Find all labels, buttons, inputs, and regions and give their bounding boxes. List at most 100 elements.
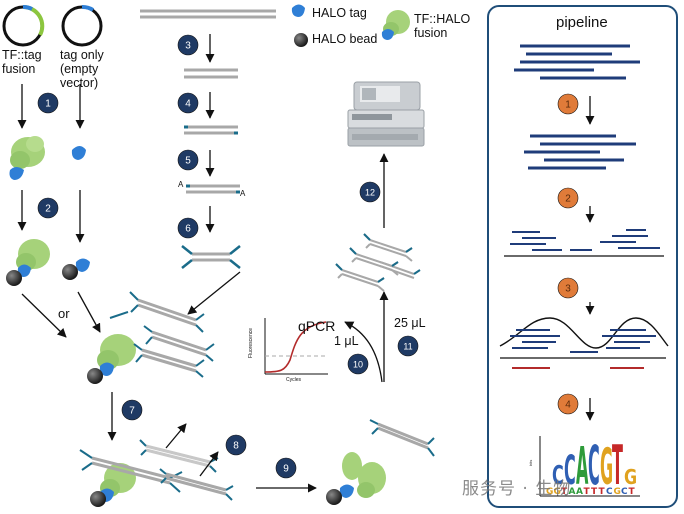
pipeline-title: pipeline (556, 14, 608, 31)
motif-letter-t: T (612, 435, 623, 497)
svg-text:8: 8 (233, 441, 239, 452)
step-marker-10: 10 (347, 353, 369, 375)
step-marker-9: 9 (275, 457, 297, 479)
svg-text:9: 9 (283, 464, 289, 475)
fluorescence-axis-label: Fluorescence (248, 327, 255, 359)
logo-axis-label: bits (528, 460, 533, 466)
unbound-dna-fragments (139, 439, 234, 501)
halo-tag-only (71, 146, 86, 160)
adapter-ligated-dna (181, 245, 241, 269)
pipeline-panel (487, 5, 678, 508)
motif-minor-letter: C (606, 487, 613, 497)
pipeline-peak-calling (499, 317, 669, 369)
step-marker-6: 6 (177, 217, 199, 239)
arrow-diag-right (77, 291, 101, 333)
svg-text:12: 12 (365, 188, 375, 198)
step-marker-8: 8 (225, 434, 247, 456)
arrow-diag-left (21, 293, 67, 338)
halo-tag-legend-label: HALO tag (312, 6, 367, 20)
svg-text:1: 1 (565, 100, 571, 111)
dna-library-cluster (109, 291, 215, 378)
pipeline-trimmed-reads (524, 134, 636, 170)
twentyfive-ul-label: 25 μL (394, 316, 426, 330)
svg-text:1: 1 (45, 99, 51, 110)
eluted-dna (369, 419, 435, 457)
pipeline-aligned-reads (504, 229, 664, 257)
motif-letter-g: G (600, 438, 613, 496)
watermark: 服务号 · 生物 (462, 479, 572, 499)
svg-text:4: 4 (185, 99, 191, 110)
one-ul-label: 1 μL (334, 334, 359, 348)
adapter-a-left: A (178, 180, 184, 189)
step-marker-11: 11 (397, 335, 419, 357)
pipeline-step-3: 3 (557, 277, 579, 299)
step-marker-5: 5 (177, 149, 199, 171)
arrow-to-library (187, 271, 241, 315)
qpcr-label: qPCR (298, 318, 336, 334)
genomic-dna (140, 9, 276, 19)
or-label: or (58, 306, 70, 321)
motif-minor-letter: C (621, 487, 628, 497)
pipeline-step-1: 1 (557, 93, 579, 115)
step-marker-7: 7 (121, 399, 143, 421)
motif-minor-letter: T (629, 487, 636, 497)
svg-text:7: 7 (129, 406, 135, 417)
svg-text:3: 3 (185, 41, 191, 52)
sequencer-icon (347, 81, 425, 147)
fragmented-dna (184, 68, 238, 79)
tf-tag-plasmid (2, 4, 45, 47)
tf-halo-fusion-legend-label: TF::HALO fusion (414, 12, 471, 40)
svg-text:3: 3 (565, 284, 571, 295)
amplified-library (335, 233, 421, 292)
motif-letter-c: C (564, 449, 576, 495)
halo-bead-legend-label: HALO bead (312, 32, 378, 46)
tf-halo-protein-1 (9, 136, 45, 180)
svg-text:2: 2 (565, 194, 571, 205)
motif-minor-letter: T (561, 487, 568, 497)
a-tailed-dna (186, 184, 240, 194)
svg-text:5: 5 (185, 156, 191, 167)
end-repaired-dna (184, 125, 238, 135)
pipeline-reads (514, 44, 640, 80)
pipeline-step-2: 2 (557, 187, 579, 209)
empty-vector-plasmid (61, 5, 103, 47)
motif-letter-c: C (588, 435, 600, 497)
eluted-protein-bead (326, 452, 386, 505)
motif-minor-letter: A (569, 487, 576, 497)
legend (291, 4, 410, 47)
step-marker-3: 3 (177, 34, 199, 56)
motif-letter-g: G (624, 466, 637, 489)
motif-minor-letter: T (584, 487, 591, 497)
motif-letter-a: A (576, 437, 588, 498)
step-marker-12: 12 (359, 181, 381, 203)
tf-tag-fusion-label: TF::tag fusion (2, 48, 42, 76)
arrow-qpcr (344, 321, 383, 383)
motif-minor-letter: A (576, 487, 583, 497)
adapter-a-right: A (240, 189, 246, 198)
svg-text:10: 10 (353, 360, 363, 370)
motif-minor-letter: T (599, 487, 606, 497)
pipeline-step-4: 4 (557, 393, 579, 415)
qpcr-chart (264, 318, 328, 375)
tag-only-label: tag only (empty vector) (60, 48, 104, 90)
motif-minor-letter: G (546, 487, 553, 497)
motif-letter-c: C (552, 461, 564, 491)
svg-text:2: 2 (45, 204, 51, 215)
bead-with-tf-2 (87, 334, 136, 384)
bead-tf-dna-complex (79, 449, 183, 507)
arrow-wash-1 (165, 423, 187, 449)
motif-minor-letter: G (614, 487, 621, 497)
step-marker-1: 1 (37, 92, 59, 114)
arrow-wash-2 (199, 451, 219, 477)
bead-with-tf-1 (6, 239, 50, 286)
step-marker-4: 4 (177, 92, 199, 114)
svg-text:11: 11 (403, 342, 412, 352)
bead-with-tag (62, 258, 90, 280)
svg-text:6: 6 (185, 224, 191, 235)
motif-minor-letter: G (554, 487, 561, 497)
